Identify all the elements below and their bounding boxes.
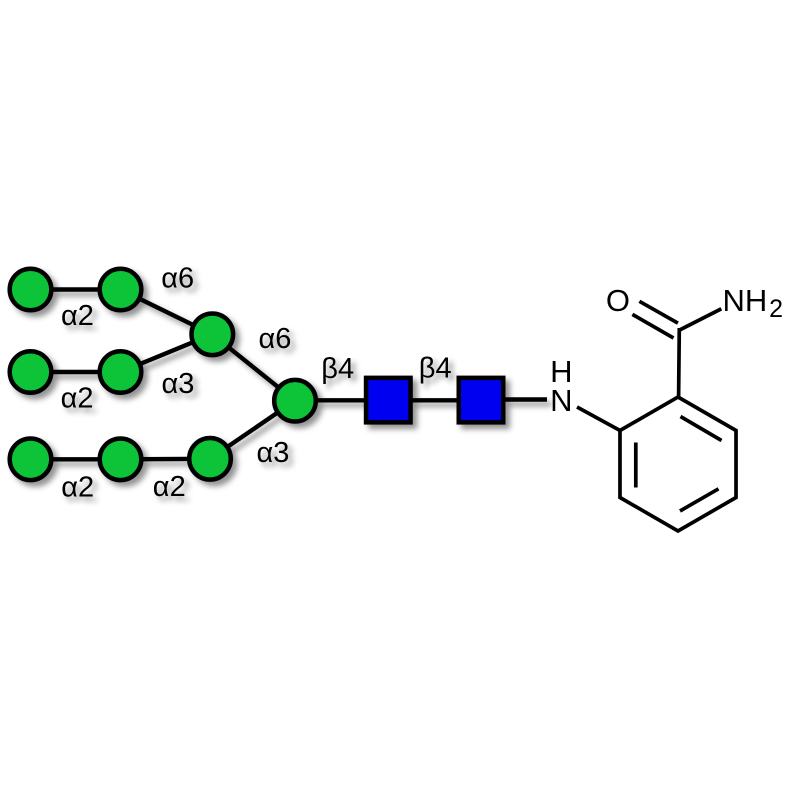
svg-text:NH2: NH2 (723, 283, 784, 323)
svg-text:α2: α2 (61, 471, 94, 503)
svg-text:α6: α6 (161, 263, 194, 295)
svg-text:α3: α3 (162, 368, 195, 400)
svg-text:β4: β4 (419, 353, 452, 385)
svg-text:α2: α2 (61, 383, 94, 415)
svg-text:β4: β4 (321, 353, 354, 385)
svg-text:α2: α2 (61, 300, 94, 332)
svg-text:O: O (606, 283, 630, 318)
svg-text:N: N (550, 383, 572, 418)
svg-text:H: H (550, 354, 572, 389)
svg-text:α3: α3 (257, 437, 290, 469)
svg-text:α6: α6 (259, 323, 292, 355)
svg-text:α2: α2 (153, 471, 186, 503)
